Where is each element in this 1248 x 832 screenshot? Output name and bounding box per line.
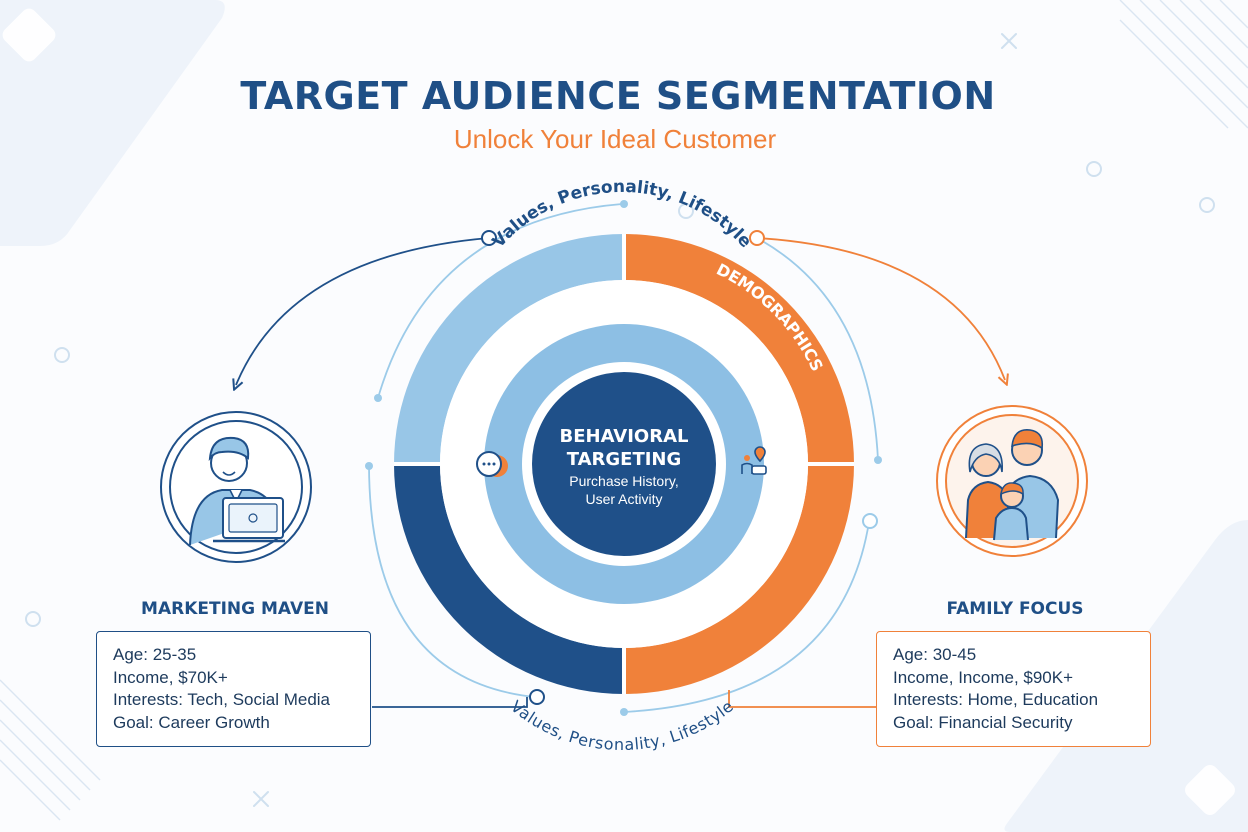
page-title: TARGET AUDIENCE SEGMENTATION [240, 74, 996, 118]
right-persona-detail: Goal: Financial Security [893, 712, 1073, 732]
right-persona-name: FAMILY FOCUS [946, 599, 1084, 619]
core-title-line1: BEHAVIORAL [560, 426, 689, 447]
outer-ring-bottom-left [394, 464, 624, 694]
left-persona-card: Age: 25-35 Income, $70K+ Interests: Tech… [96, 631, 371, 747]
chat-bubble-icon [476, 451, 508, 477]
left-persona-detail: Income, $70K+ [113, 667, 228, 687]
right-persona-detail: Age: 30-45 [893, 645, 977, 664]
outer-bottom-label: Values, Personality, Lifestyle [507, 697, 737, 754]
left-persona-detail: Goal: Career Growth [113, 712, 270, 732]
core-detail-line1: Purchase History, [569, 473, 678, 489]
connector-lines [236, 203, 1005, 713]
person-location-pin-icon [741, 446, 767, 475]
right-persona-detail: Interests: Home, Education [893, 690, 1099, 709]
page-subtitle: Unlock Your Ideal Customer [453, 124, 777, 154]
connector-dots [365, 200, 882, 716]
core-detail-line2: User Activity [585, 491, 662, 507]
outer-ring-top-left [394, 234, 624, 464]
right-persona-detail: Income, Income, $90K+ [893, 667, 1074, 687]
outer-ring-top-right [624, 234, 854, 464]
right-persona-card: Age: 30-45 Income, Income, $90K+ Interes… [876, 631, 1151, 747]
left-persona-name: MARKETING MAVEN [141, 599, 329, 619]
core-title-line2: TARGETING [567, 449, 682, 470]
behavioral-core [532, 372, 716, 556]
family-icon [936, 405, 1088, 557]
outer-ring-bottom-right [624, 464, 854, 694]
person-with-laptop-icon [160, 411, 312, 563]
segmentation-wheel [394, 234, 854, 694]
left-persona-detail: Interests: Tech, Social Media [113, 690, 331, 709]
left-persona-detail: Age: 25-35 [113, 645, 197, 664]
